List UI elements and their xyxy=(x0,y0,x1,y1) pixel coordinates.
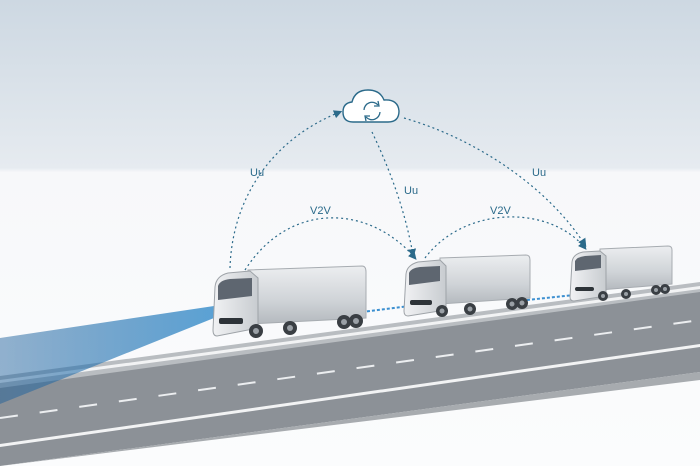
uu-link-left xyxy=(229,110,343,269)
short-link-2 xyxy=(526,294,575,301)
uu-link-right xyxy=(403,117,587,248)
v2v-link-right xyxy=(424,216,587,259)
truck-rear xyxy=(569,245,673,302)
sensor-beam xyxy=(0,306,214,404)
uu-link-middle xyxy=(371,131,417,258)
road xyxy=(0,282,700,466)
label-v2v-left: V2V xyxy=(310,205,331,217)
label-uu-left: Uu xyxy=(250,167,264,179)
truck-lead xyxy=(212,265,367,338)
label-uu-middle: Uu xyxy=(404,185,418,197)
label-uu-right: Uu xyxy=(532,167,546,179)
label-v2v-right: V2V xyxy=(490,205,511,217)
cloud-sync-icon xyxy=(342,89,400,123)
v2v-link-left xyxy=(244,217,417,271)
truck-middle xyxy=(403,254,531,317)
short-link-1 xyxy=(361,305,411,313)
